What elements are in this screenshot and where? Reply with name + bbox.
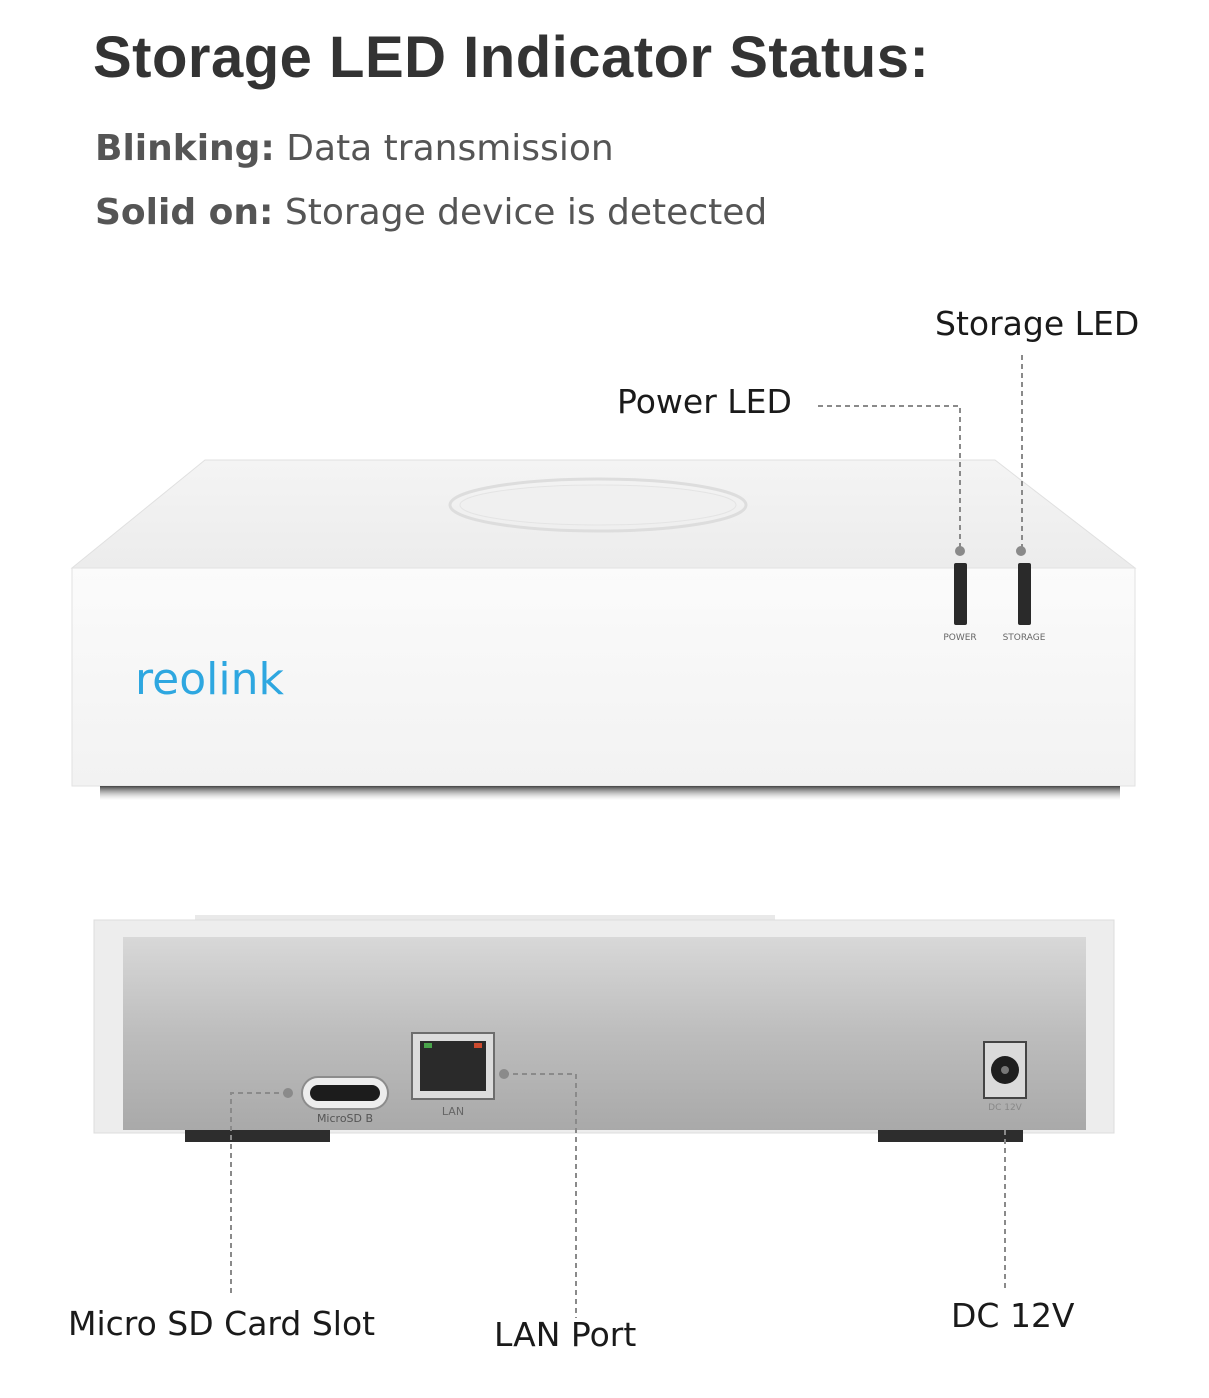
- status-solid-on: Solid on: Storage device is detected: [95, 192, 767, 233]
- lan-marker: [499, 1069, 509, 1079]
- power-led-marker: [955, 546, 965, 556]
- rear-foot-left: [185, 1130, 330, 1142]
- brand-logo: reolink: [135, 654, 284, 705]
- microsd-label: MicroSD B: [317, 1112, 373, 1125]
- dc-label: DC 12V: [988, 1103, 1023, 1113]
- top-logo-emboss: [448, 477, 748, 533]
- storage-led-marker: [1016, 546, 1026, 556]
- callout-lan-port: LAN Port: [494, 1315, 637, 1354]
- leader-lines-bottom: [230, 1073, 1006, 1318]
- status-key: Blinking:: [95, 128, 275, 169]
- status-value: Data transmission: [286, 128, 614, 169]
- status-blinking: Blinking: Data transmission: [95, 128, 614, 169]
- storage-led: [1018, 563, 1031, 625]
- rear-foot-right: [878, 1130, 1023, 1142]
- leader-lines-top: [818, 355, 1023, 550]
- lan-label: LAN: [442, 1105, 464, 1118]
- status-key: Solid on:: [95, 192, 274, 233]
- rear-top-strip: [195, 915, 775, 921]
- page-title: Storage LED Indicator Status:: [93, 25, 930, 90]
- power-led-label: POWER: [943, 633, 976, 643]
- rear-metal-panel: [123, 937, 1086, 1130]
- power-led: [954, 563, 967, 625]
- callout-micro-sd: Micro SD Card Slot: [68, 1304, 376, 1343]
- callout-power-led: Power LED: [617, 382, 792, 421]
- storage-led-label: STORAGE: [1003, 633, 1046, 643]
- callout-dc: DC 12V: [951, 1296, 1075, 1335]
- microsd-marker: [283, 1088, 293, 1098]
- callout-storage-led: Storage LED: [935, 304, 1140, 343]
- status-value: Storage device is detected: [284, 192, 768, 233]
- device-shadow: [100, 786, 1120, 800]
